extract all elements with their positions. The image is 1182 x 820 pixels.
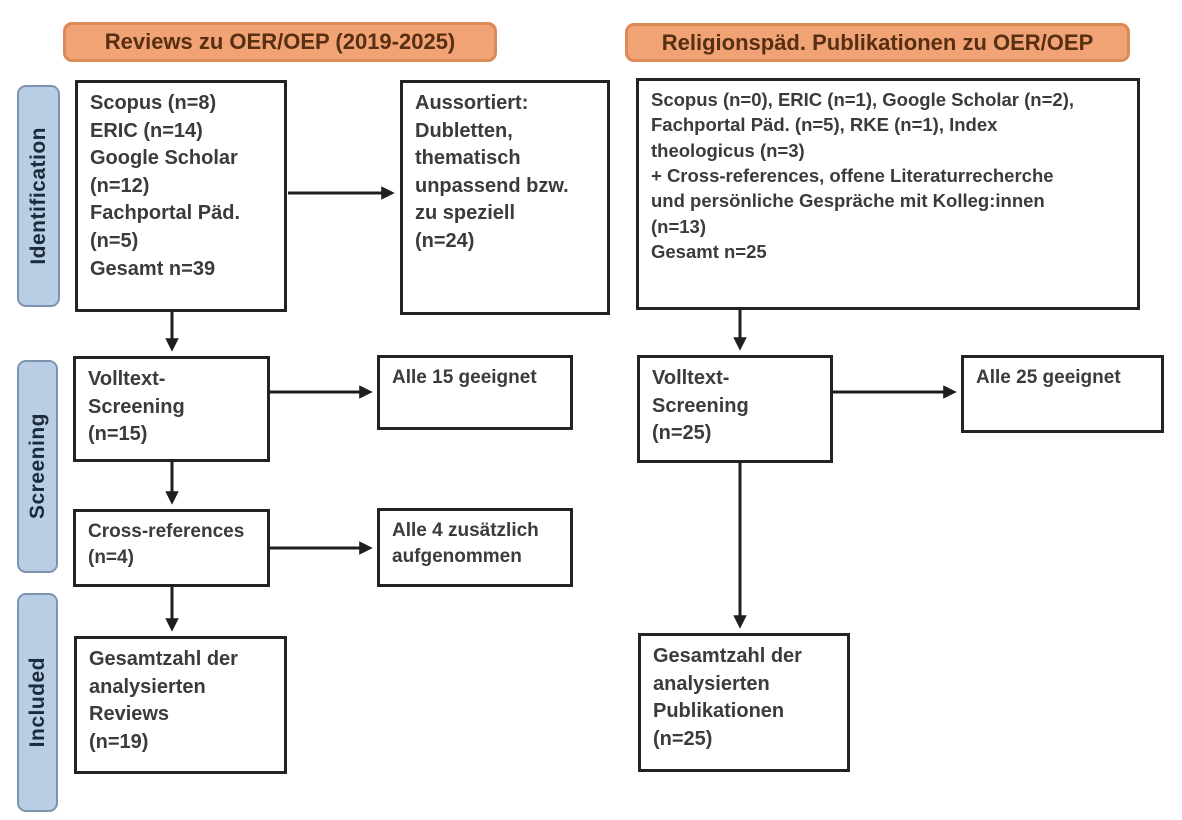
stage-screening-label: Screening: [17, 360, 58, 573]
screening-result-box-right: Alle 25 geeignet: [961, 355, 1164, 433]
stage-identification-label: Identification: [17, 85, 60, 307]
excluded-box: Aussortiert: Dubletten, thematisch unpas…: [400, 80, 610, 315]
cross-references-box: Cross-references (n=4): [73, 509, 270, 587]
crossref-result-box: Alle 4 zusätzlich aufgenommen: [377, 508, 573, 587]
volltext-screening-box-left: Volltext- Screening (n=15): [73, 356, 270, 462]
stage-identification-text: Identification: [26, 127, 50, 265]
column-header-religionspaed: Religionspäd. Publikationen zu OER/OEP: [625, 23, 1130, 62]
identification-sources-box-right: Scopus (n=0), ERIC (n=1), Google Scholar…: [636, 78, 1140, 310]
screening-result-box-left: Alle 15 geeignet: [377, 355, 573, 430]
identification-sources-box-left: Scopus (n=8) ERIC (n=14) Google Scholar …: [75, 80, 287, 312]
column-header-reviews: Reviews zu OER/OEP (2019-2025): [63, 22, 497, 62]
stage-included-text: Included: [25, 657, 49, 748]
volltext-screening-box-right: Volltext- Screening (n=25): [637, 355, 833, 463]
included-box-left: Gesamtzahl der analysierten Reviews (n=1…: [74, 636, 287, 774]
included-box-right: Gesamtzahl der analysierten Publikatione…: [638, 633, 850, 772]
stage-screening-text: Screening: [25, 413, 49, 520]
stage-included-label: Included: [17, 593, 58, 812]
